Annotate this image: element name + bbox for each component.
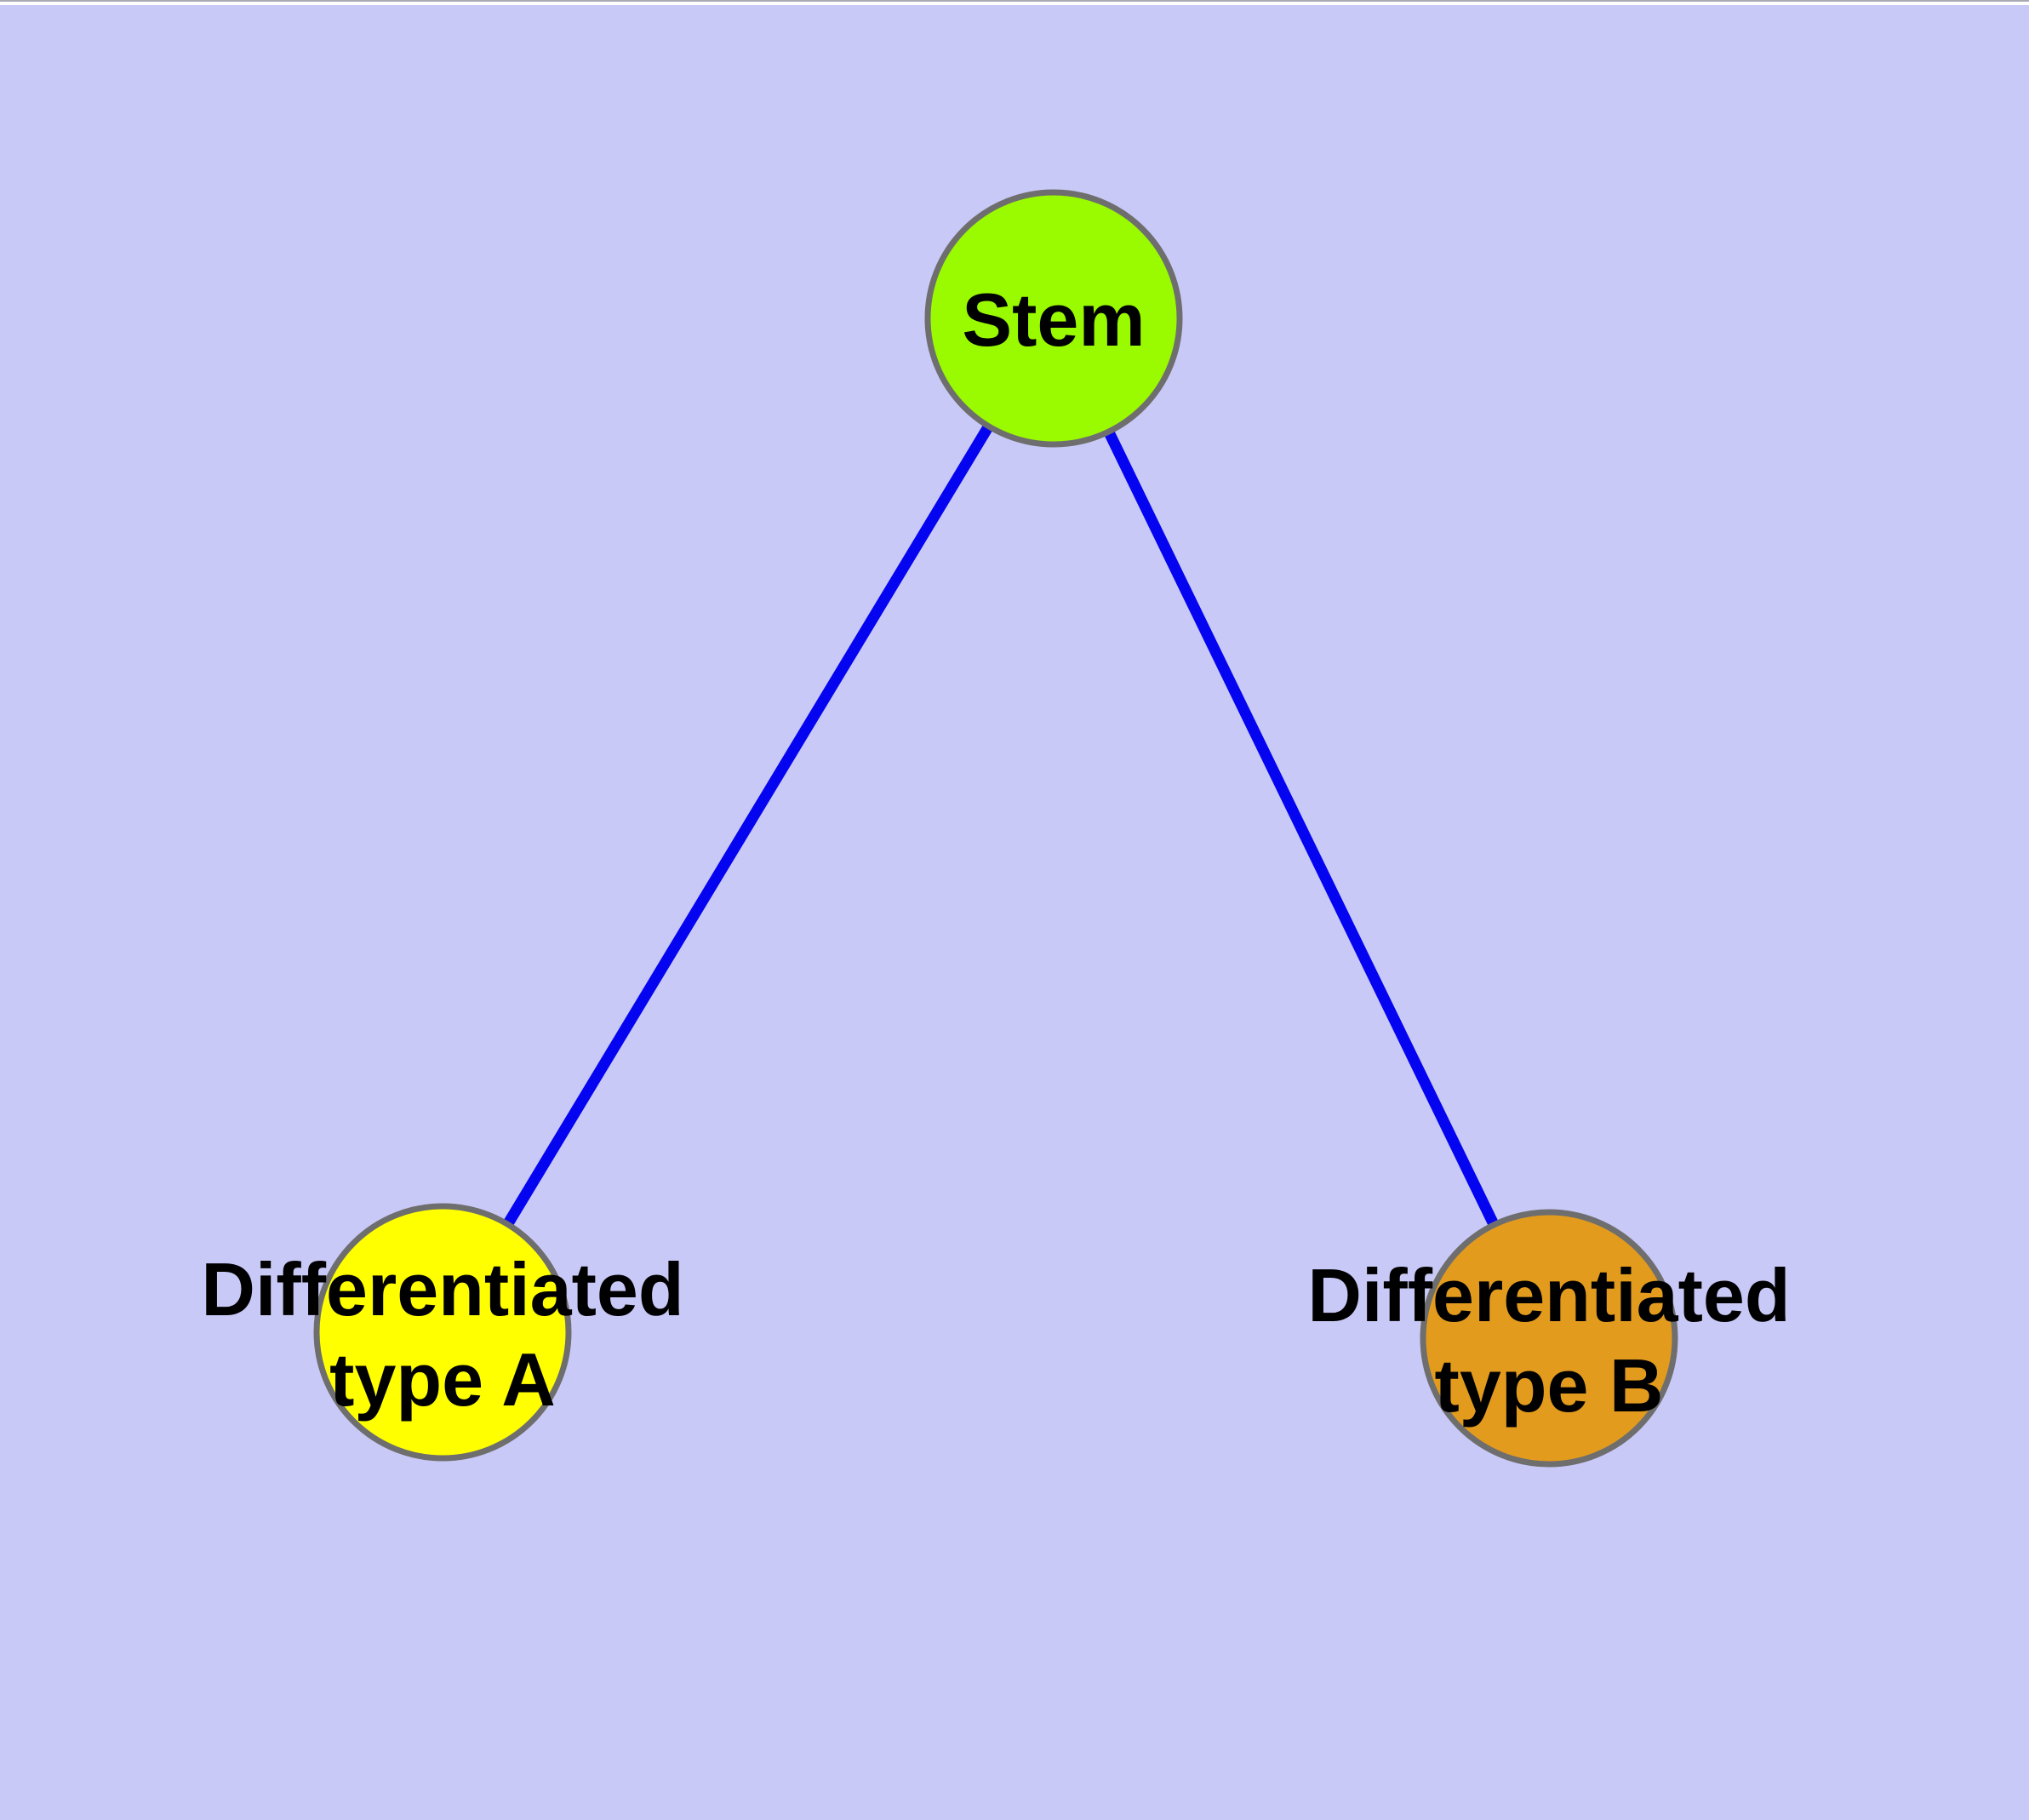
differentiated-type-a-node [313,1203,572,1462]
stem-node-label: Stem [962,278,1145,362]
differentiated-type-b-label-line2: type B [1435,1343,1664,1428]
differentiated-type-a-label-line2: type A [329,1337,556,1422]
edge-stem-to-type-a [437,315,1059,1336]
top-border-strip [0,2,2029,5]
differentiated-type-b-node [1420,1209,1678,1468]
differentiated-type-b-label-line1: Differentiated [1307,1253,1790,1337]
top-border-hairline [0,0,2029,2]
stem-node [924,189,1183,448]
edge-stem-to-type-b [1049,316,1554,1341]
differentiated-type-a-label-line1: Differentiated [201,1247,683,1331]
